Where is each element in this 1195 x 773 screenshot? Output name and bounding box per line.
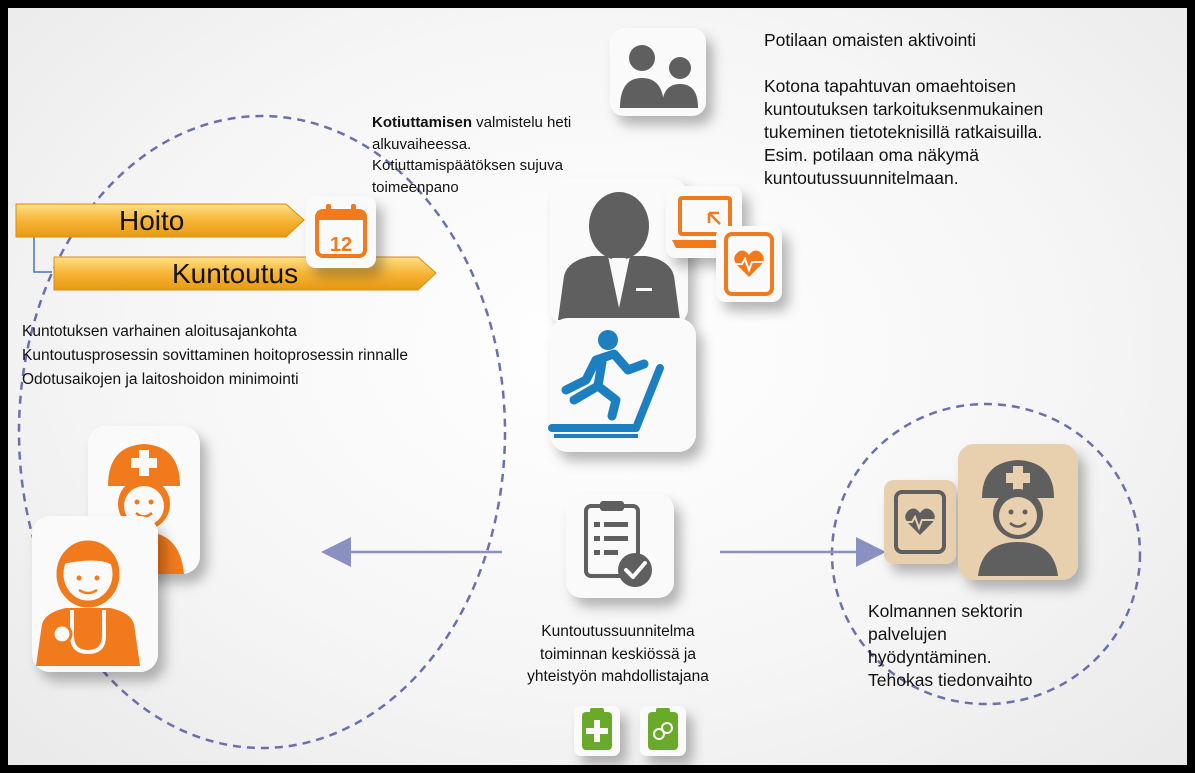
discharge-bold: Kotiuttamisen: [372, 114, 473, 131]
slide: Hoito Kuntoutus 12: [8, 8, 1187, 765]
tablet-heart-icon: [716, 226, 782, 302]
center-line: toiminnan keskiössä ja: [540, 645, 696, 663]
calendar-day: 12: [330, 234, 352, 256]
third-line: palvelujen: [868, 624, 947, 644]
center-caption: Kuntoutussuunnitelma toiminnan keskiössä…: [488, 621, 748, 689]
third-sector-text: Kolmannen sektorin palvelujen hyödyntämi…: [868, 600, 1088, 692]
left-dashed-ellipse: [17, 114, 507, 750]
hoito-banner: Hoito: [15, 203, 305, 238]
tan-nurse-icon: [958, 444, 1078, 580]
center-line: yhteistyön mahdollistajana: [527, 668, 709, 685]
third-line: Tehokas tiedonvaihto: [868, 670, 1033, 690]
family-body: Kotona tapahtuvan omaehtoisen kuntoutuks…: [764, 76, 1044, 188]
family-title: Potilaan omaisten aktivointi: [764, 30, 977, 50]
green-clipboard-pills-icon: [640, 706, 686, 756]
third-line: Kolmannen sektorin: [868, 601, 1023, 621]
banner-connector: [33, 237, 52, 273]
left-point: Kuntoutusprosessin sovittaminen hoitopro…: [22, 347, 408, 364]
checklist-icon: [566, 494, 674, 598]
third-line: hyödyntäminen.: [868, 647, 992, 667]
left-point: Odotusaikojen ja laitoshoidon minimointi: [22, 371, 299, 388]
diagram-canvas: Hoito Kuntoutus 12: [15, 28, 1142, 756]
treadmill-runner-icon: [548, 318, 696, 452]
center-line: Kuntoutussuunnitelma: [541, 623, 695, 640]
hoito-label: Hoito: [119, 205, 184, 236]
family-text-block: Potilaan omaisten aktivointi Kotona tapa…: [764, 29, 1084, 190]
family-icon: [610, 28, 706, 116]
right-dashed-ellipse: [830, 402, 1142, 706]
green-clipboard-plus-icon: [574, 706, 620, 756]
left-point: Kuntotuksen varhainen aloitusajankohta: [22, 323, 297, 340]
discharge-text: Kotiuttamisen valmistelu heti alkuvaihee…: [372, 112, 587, 198]
calendar-icon: 12: [306, 196, 376, 268]
doctor-icon: [550, 178, 688, 326]
left-points: Kuntotuksen varhainen aloitusajankohta K…: [22, 320, 408, 392]
tan-tablet-heart-icon: [884, 480, 956, 564]
physician-icon: [32, 516, 158, 672]
discharge-rest: valmistelu heti alkuvaiheessa. Kotiuttam…: [372, 114, 572, 196]
kuntoutus-label: Kuntoutus: [172, 258, 298, 289]
kuntoutus-banner: Kuntoutus: [53, 256, 437, 291]
